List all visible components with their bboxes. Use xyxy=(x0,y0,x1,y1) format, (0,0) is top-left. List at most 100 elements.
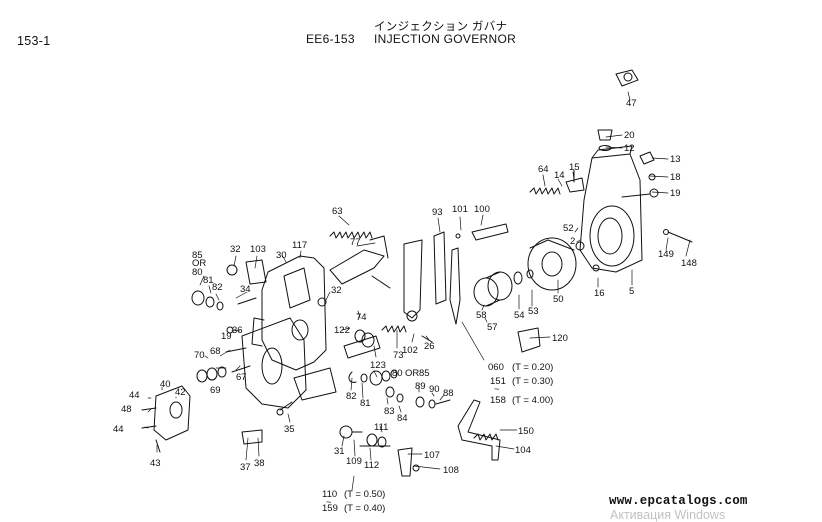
part-spring-63 xyxy=(329,231,373,239)
callout-40: 40 xyxy=(160,379,171,390)
callout-77: 77 xyxy=(350,237,361,248)
page-number: 153-1 xyxy=(17,34,51,48)
catalog-code: EE6-153 xyxy=(306,32,355,46)
callout-103: 103 xyxy=(250,244,266,255)
callout-81b: 81 xyxy=(360,398,371,409)
part-lever-104 xyxy=(457,399,501,461)
part-sleeve-58-57 xyxy=(473,271,513,307)
part-housing-plate-117 xyxy=(241,317,337,409)
part-screw-26 xyxy=(421,335,433,343)
callout-12: 12 xyxy=(624,143,635,154)
callout-57: 57 xyxy=(487,322,498,333)
callout-64: 64 xyxy=(538,164,549,175)
part-bolt-44-48-43 xyxy=(141,407,161,453)
callout-53: 53 xyxy=(528,306,539,317)
callout-107: 107 xyxy=(424,450,440,461)
part-collar-123 xyxy=(361,332,375,348)
part-shaft-122 xyxy=(343,335,381,359)
callout-111: 111 xyxy=(374,422,388,433)
callout-19b: 19 xyxy=(221,331,232,342)
callout-16: 16 xyxy=(594,288,605,299)
callout-151: 151 xyxy=(490,376,506,387)
part-flyweight-assembly-50 xyxy=(527,237,577,291)
part-lever-15-14 xyxy=(565,169,585,193)
callout-43: 43 xyxy=(150,458,161,469)
title-japanese: インジェクション ガバナ xyxy=(374,21,508,33)
callout-80: 80 xyxy=(192,267,203,278)
callout-104: 104 xyxy=(515,445,531,456)
callout-42: 42 xyxy=(175,387,186,398)
callout-060: 060 xyxy=(488,362,504,373)
part-nut-36 xyxy=(226,326,234,334)
callout-t-040: (T = 0.40) xyxy=(344,503,385,514)
callout-82b: 82 xyxy=(346,391,357,402)
callout-102: 102 xyxy=(402,345,418,356)
callout-19: 19 xyxy=(670,188,681,199)
callout-88: 88 xyxy=(443,388,454,399)
callout-36: 36 xyxy=(232,325,243,336)
callout-18: 18 xyxy=(670,172,681,183)
part-screw-67 xyxy=(231,365,251,373)
callout-90: 90 xyxy=(429,384,440,395)
callout-80b: 80 xyxy=(392,368,403,379)
callout-83: 83 xyxy=(384,406,395,417)
callout-73: 73 xyxy=(393,350,404,361)
callout-numbers: 47 20 12 13 18 19 64 15 14 63 93 101 100… xyxy=(113,98,697,514)
callout-100: 100 xyxy=(474,204,490,215)
callout-84: 84 xyxy=(397,413,408,424)
callout-123: 123 xyxy=(370,360,386,371)
callout-85: 85 xyxy=(192,250,203,261)
callout-93: 93 xyxy=(432,207,443,218)
callout-109: 109 xyxy=(346,456,362,467)
part-seal-81-82 xyxy=(191,290,224,311)
part-bolt-32 xyxy=(226,264,327,307)
windows-activation-notice: Активация Windows xyxy=(610,508,726,522)
callout-2: 2 xyxy=(570,236,575,247)
callout-117: 117 xyxy=(292,240,307,251)
part-governor-housing-30 xyxy=(251,255,327,371)
part-spring-73-74 xyxy=(354,325,407,343)
part-spring-64 xyxy=(529,187,561,195)
callout-70: 70 xyxy=(194,350,205,361)
part-bracket-37-38 xyxy=(241,429,263,445)
callout-37: 37 xyxy=(240,462,251,473)
callout-67: 67 xyxy=(236,372,247,383)
part-collar-111-109-112 xyxy=(359,433,391,448)
callout-68: 68 xyxy=(210,346,221,357)
part-link-060-151-158 xyxy=(449,247,461,325)
callout-48: 48 xyxy=(121,404,132,415)
callout-82: 82 xyxy=(212,282,223,293)
part-screw-34 xyxy=(237,297,257,305)
part-block-120 xyxy=(517,327,541,353)
leader-lines xyxy=(144,91,691,491)
part-governor-cover-5 xyxy=(579,145,643,273)
callout-89: 89 xyxy=(415,381,426,392)
part-stopper-70-68 xyxy=(196,347,247,383)
watermark-url: www.epcatalogs.com xyxy=(609,494,748,508)
part-shaft-103 xyxy=(245,259,267,285)
callout-t-030: (T = 0.30) xyxy=(512,376,553,387)
callout-47: 47 xyxy=(626,98,637,109)
part-lever-102 xyxy=(403,239,423,322)
part-bolt-18-19 xyxy=(621,173,659,198)
part-pin-149-148 xyxy=(663,229,693,243)
callout-or-1: OR xyxy=(192,258,206,269)
part-plate-16-2 xyxy=(575,241,600,272)
callout-108: 108 xyxy=(443,465,459,476)
callout-32: 32 xyxy=(230,244,241,255)
callout-58: 58 xyxy=(476,310,487,321)
part-cap-47 xyxy=(615,69,639,87)
callout-52: 52 xyxy=(563,223,574,234)
callout-149: 149 xyxy=(658,249,674,260)
callout-38: 38 xyxy=(254,458,265,469)
callout-26: 26 xyxy=(424,341,435,352)
callout-5: 5 xyxy=(629,286,634,297)
callout-101: 101 xyxy=(452,204,468,215)
callout-54: 54 xyxy=(514,310,525,321)
part-bushing-80-85 xyxy=(369,369,398,386)
part-nut-31 xyxy=(339,425,363,439)
callout-13: 13 xyxy=(670,154,681,165)
part-arm-93-101-100 xyxy=(433,223,509,305)
callout-tilde-2: ~ xyxy=(326,497,332,508)
callout-14: 14 xyxy=(554,170,565,181)
